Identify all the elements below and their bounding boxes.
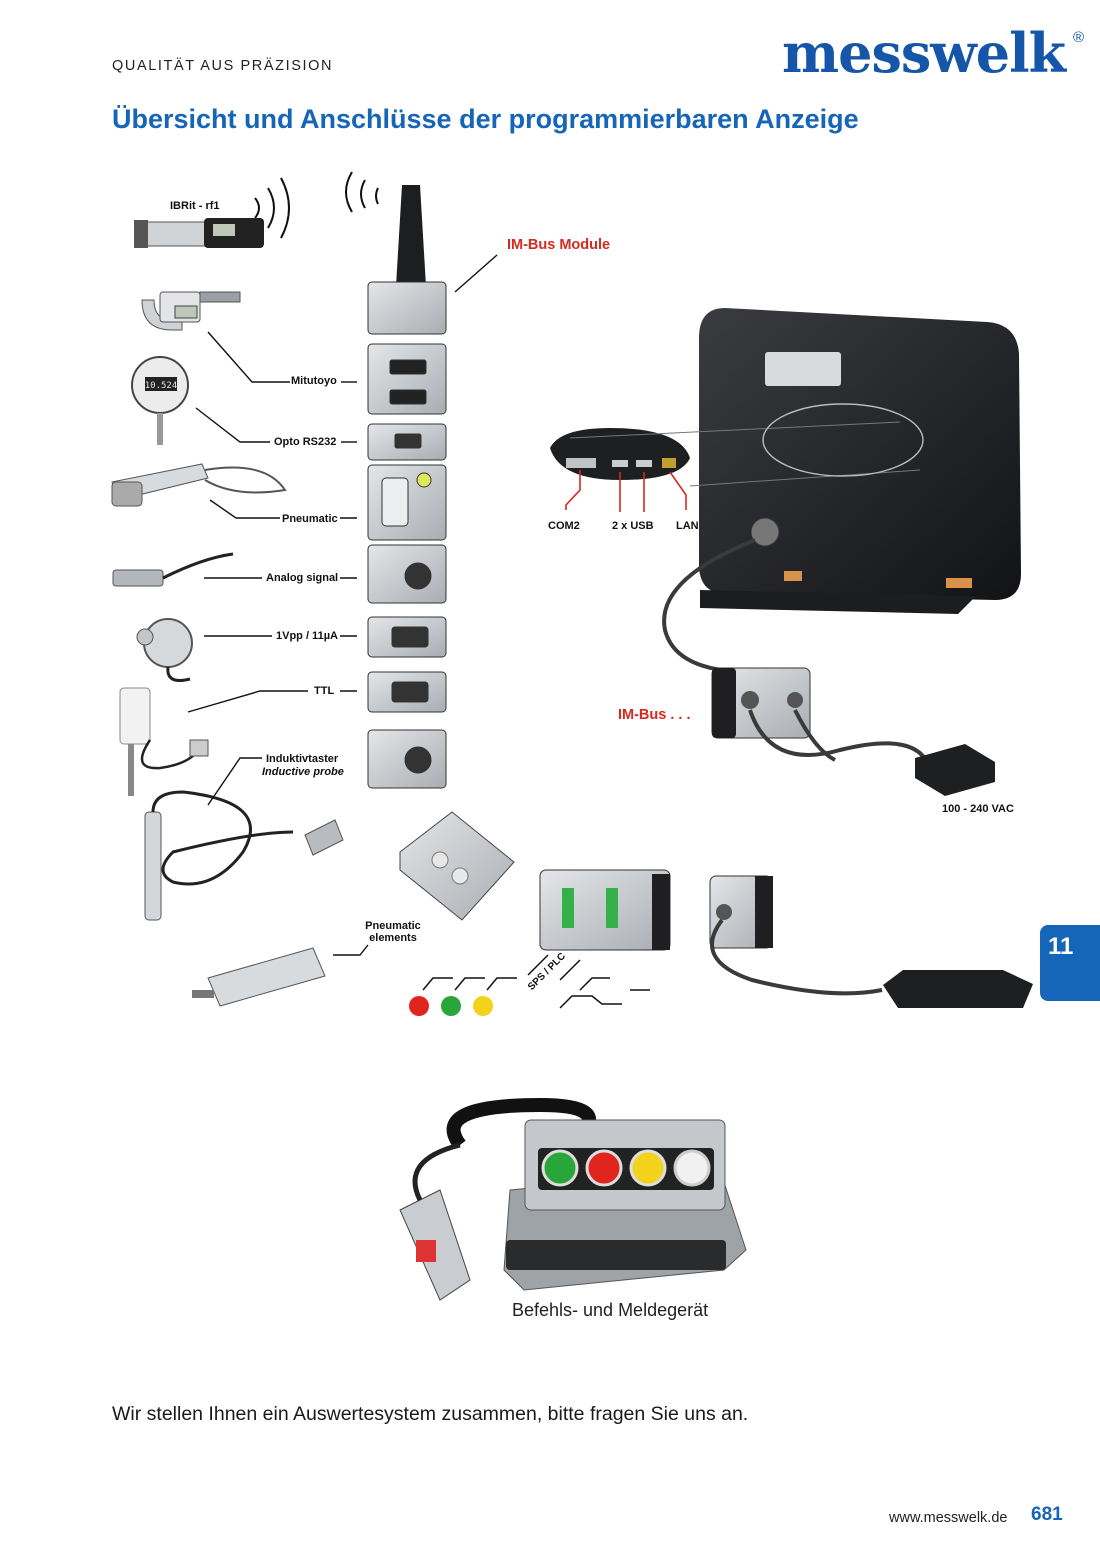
label-imbus-module: IM-Bus Module [507,237,611,253]
chapter-tab[interactable]: 11 [1040,925,1100,1001]
connector-detail-image [550,403,924,512]
label-vpp: 1Vpp / 11µA [276,630,338,642]
label-inductive: Inductive probe [262,766,344,778]
registered-mark: ® [1073,29,1084,46]
dial-readout: 10.524 [145,381,178,391]
label-opto: Opto RS232 [274,436,337,448]
footer-url[interactable]: www.messwelk.de [889,1510,1008,1526]
ttl-sensor-image [119,687,209,796]
label-pneumatic: Pneumatic [282,513,338,525]
rotary-encoder-image [136,618,193,682]
label-ttl: TTL [314,685,335,697]
io-module-image [539,869,671,951]
label-induktiv: Induktivtaster [266,753,339,765]
yellow-lamp-icon [473,996,493,1016]
display-unit-image [699,308,1021,614]
page-title: Übersicht und Anschlüsse der programmier… [112,104,859,134]
green-lamp-icon [441,996,461,1016]
label-pneumatic-elements-2: elements [369,932,417,944]
label-pneumatic-elements-1: Pneumatic [365,920,421,932]
label-usb: 2 x USB [612,520,654,532]
pneumatic-probe-image [111,463,287,507]
label-lan: LAN [676,520,699,532]
inductive-probe-image [144,790,344,921]
wireless-icon [254,171,379,239]
logo-text: messwelk [782,21,1066,85]
analog-sensor-image [112,552,234,587]
page-number: 681 [1031,1504,1063,1525]
dial-indicator-image [131,356,189,445]
body-text: Wir stellen Ihnen ein Auswertesystem zus… [112,1403,749,1425]
signal-lamps [409,996,493,1016]
image-caption: Befehls- und Meldegerät [512,1300,709,1320]
label-imbus: IM-Bus . . . [618,707,691,723]
imbus-module-pair-image [662,538,932,771]
command-signaling-unit-image [399,1097,747,1301]
label-inductive-wrap: Inductive probe [262,766,344,778]
foot-switch-image [709,875,1033,1008]
module-stack-image [367,281,447,789]
label-com2: COM2 [548,520,580,532]
switch-symbols [422,954,650,1009]
pneumatic-element-box-image [399,811,515,921]
label-analog: Analog signal [266,572,339,584]
ibrit-bore-gauge-image [134,218,264,248]
micrometer-image [141,291,241,331]
red-lamp-icon [409,996,429,1016]
power-supply-image [915,744,995,796]
tagline: QUALITÄT AUS PRÄZISION [112,58,334,74]
leader-lines [187,254,498,956]
pneumatic-cylinder-image [192,947,326,1007]
brand-logo[interactable]: messwelk® [782,26,1084,80]
label-ibrit: IBRit - rf1 [170,200,220,212]
label-vac: 100 - 240 VAC [942,803,1014,815]
label-mitutoyo: Mitutoyo [291,375,337,387]
